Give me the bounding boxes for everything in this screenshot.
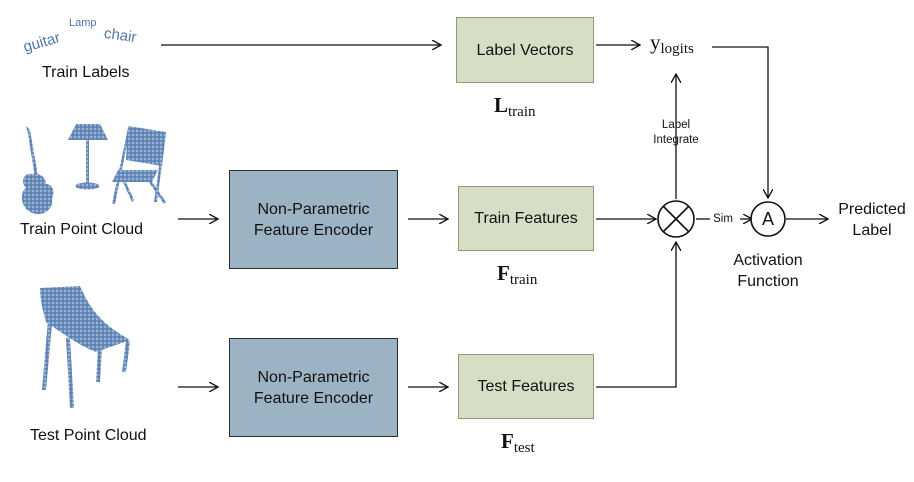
test-features-box: Test Features	[458, 354, 594, 419]
guitar-icon	[21, 126, 54, 215]
activation-function-caption: Activation Function	[733, 252, 803, 290]
train-feature-encoder: Non-Parametric Feature Encoder	[229, 170, 398, 269]
test-feature-encoder: Non-Parametric Feature Encoder	[229, 338, 398, 437]
lamp-icon	[68, 124, 108, 190]
activation-operator	[750, 201, 786, 237]
f-train-symbol: Ftrain	[497, 261, 538, 288]
train-point-cloud-caption: Train Point Cloud	[20, 221, 144, 238]
y-logits-symbol: ylogits	[650, 30, 694, 57]
test-encoder-line-1: Non-Parametric	[257, 368, 370, 386]
label-vectors-box: Label Vectors	[456, 17, 594, 83]
arrow-testfeatures-to-multiply	[596, 242, 676, 388]
train-encoder-line-1: Non-Parametric	[257, 200, 370, 218]
f-test-symbol: Ftest	[501, 429, 535, 456]
predicted-label-caption: Predicted Label	[838, 201, 906, 239]
sim-caption: Sim	[713, 213, 733, 225]
label-integrate-caption: Label Integrate	[653, 119, 699, 146]
train-features-box: Train Features	[458, 186, 594, 251]
test-chair-icon	[40, 286, 130, 408]
label-word-lamp: Lamp	[69, 17, 97, 29]
arrow-ylogits-to-activation	[712, 46, 768, 198]
multiply-operator	[657, 200, 695, 238]
chair-icon	[112, 126, 166, 204]
train-encoder-line-2: Feature Encoder	[253, 221, 374, 239]
test-point-cloud-caption: Test Point Cloud	[30, 427, 147, 444]
train-labels-caption: Train Labels	[42, 64, 130, 81]
activation-symbol: A	[761, 209, 774, 229]
l-train-symbol: Ltrain	[494, 93, 536, 120]
test-encoder-line-2: Feature Encoder	[253, 389, 374, 407]
